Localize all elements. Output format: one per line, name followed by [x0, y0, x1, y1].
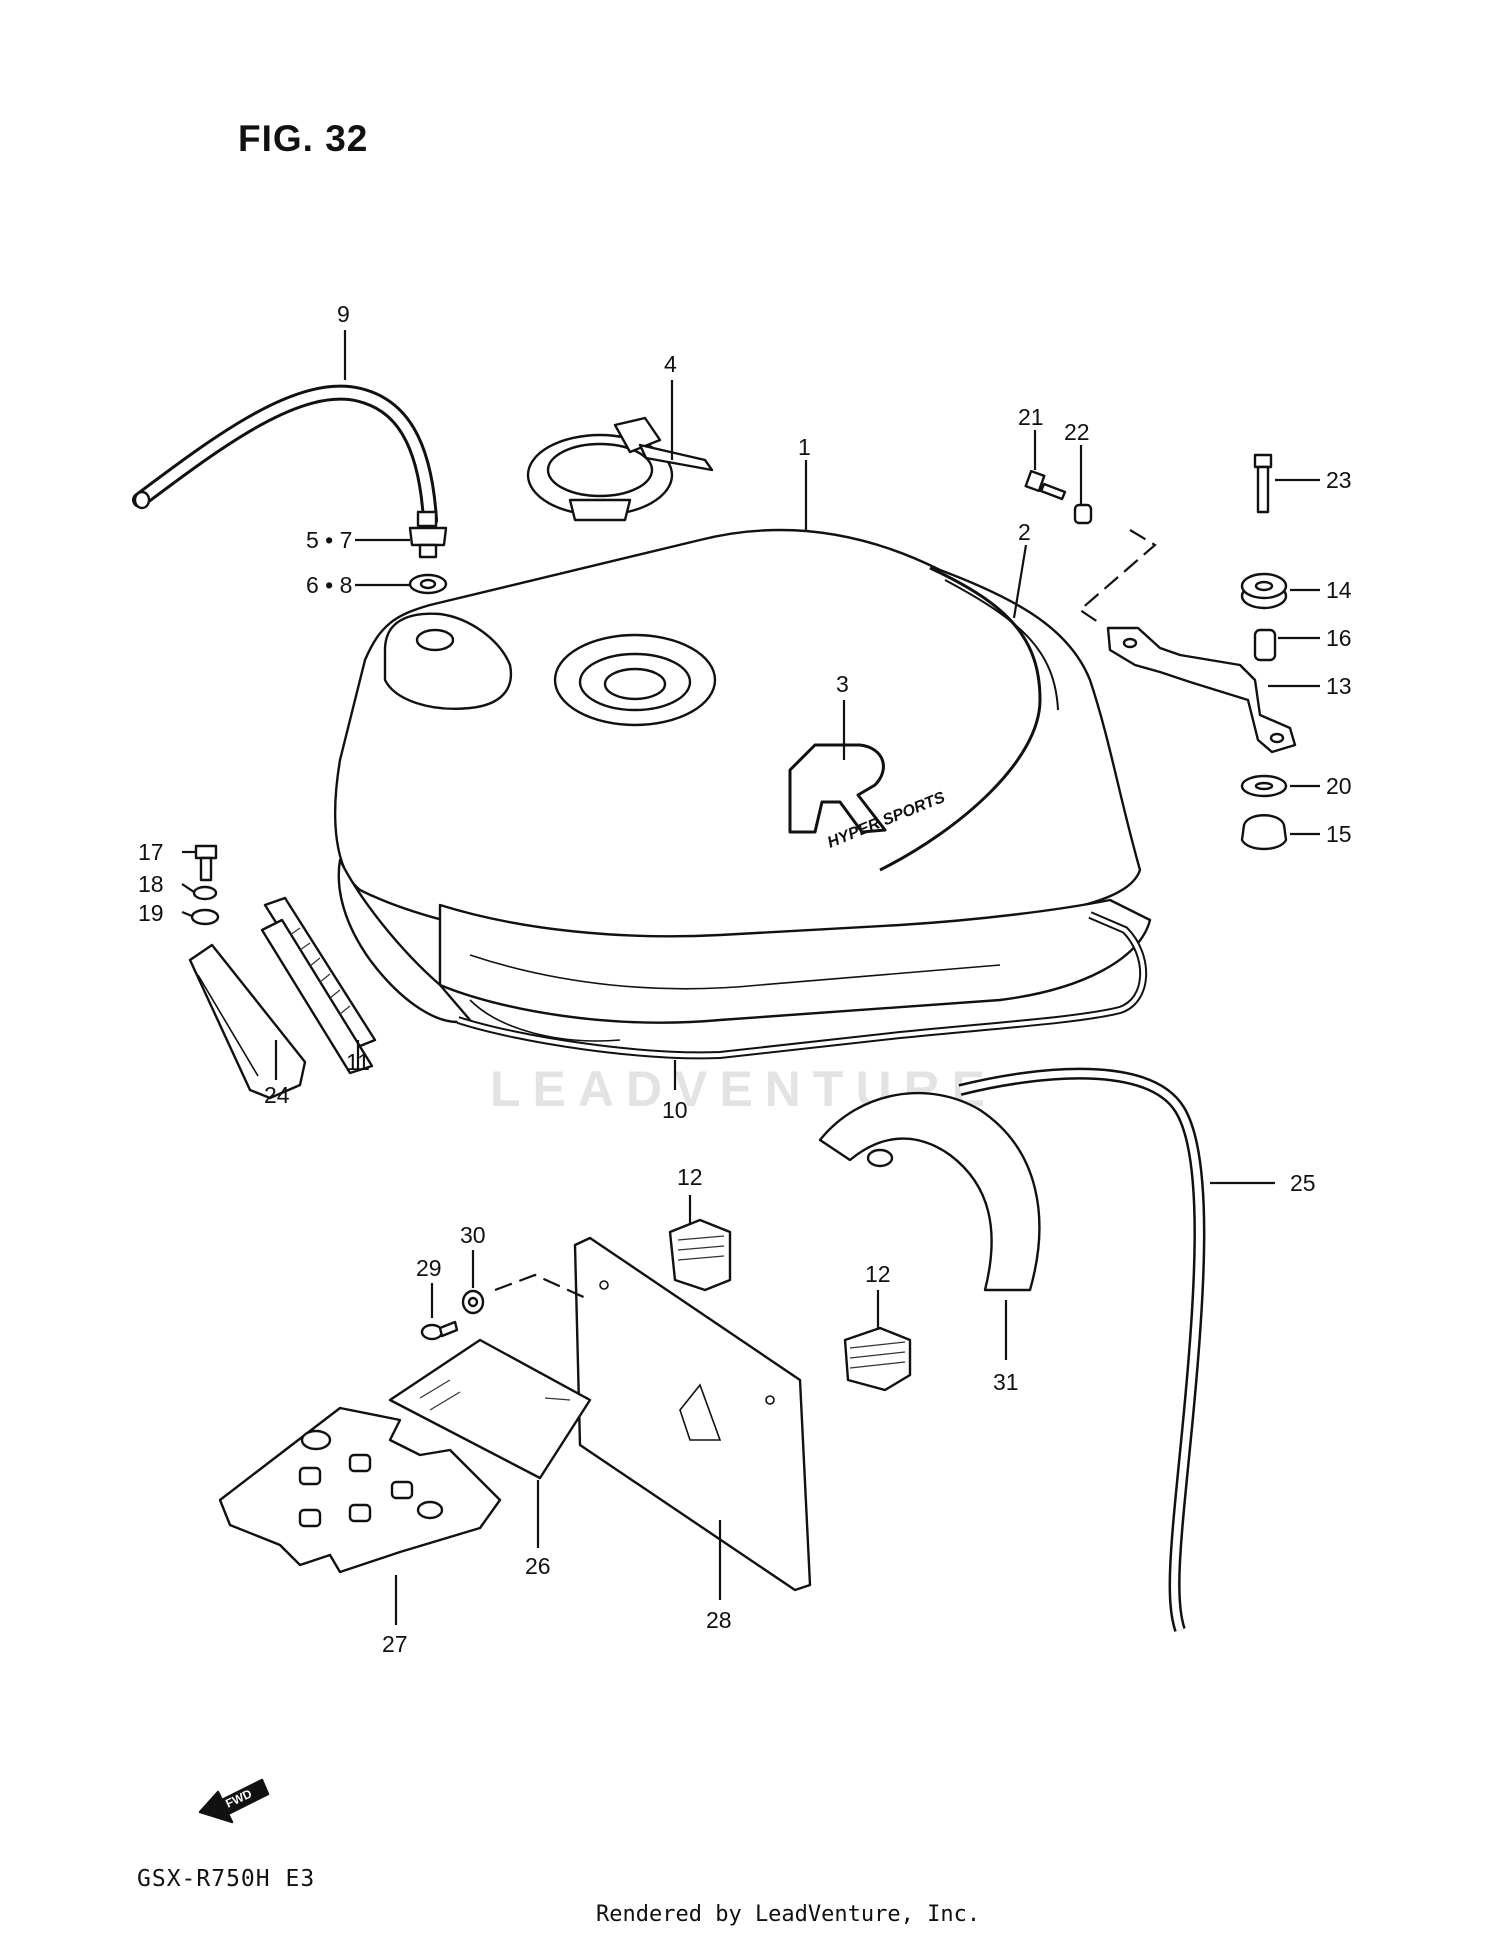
callout-12a: 12	[677, 1164, 703, 1190]
figure-title: FIG. 32	[238, 118, 369, 159]
washer-30-part	[461, 1289, 485, 1315]
fwd-arrow-icon: FWD	[198, 1778, 270, 1824]
callout-22: 22	[1064, 419, 1090, 445]
callout-25: 25	[1290, 1170, 1316, 1196]
insulator-12a-part	[668, 1218, 732, 1292]
callout-27: 27	[382, 1631, 408, 1657]
model-code: GSX-R750H E3	[137, 1866, 316, 1892]
callout-17: 17	[138, 839, 164, 865]
callout-19: 19	[138, 900, 164, 926]
callout-1: 1	[798, 434, 811, 460]
callout-9: 9	[337, 301, 350, 327]
tank-bracket-13-part	[1106, 626, 1297, 754]
callout-6-8: 6 • 8	[306, 572, 352, 598]
mount-14-part	[1240, 572, 1288, 610]
tank-seal-part	[456, 911, 1148, 1060]
callout-16: 16	[1326, 625, 1352, 651]
footer-credit: Rendered by LeadVenture, Inc.	[596, 1902, 981, 1927]
callout-30: 30	[460, 1222, 486, 1248]
cap-22-part	[1073, 503, 1093, 525]
plate-27-part	[218, 1406, 502, 1574]
bolt-23-part	[1253, 453, 1273, 514]
callout-26: 26	[525, 1553, 551, 1579]
callout-14: 14	[1326, 577, 1352, 603]
hose-25-part	[958, 1067, 1206, 1632]
callout-23: 23	[1326, 467, 1352, 493]
callout-29: 29	[416, 1255, 442, 1281]
callout-3: 3	[836, 671, 849, 697]
fuel-cap-part	[526, 416, 714, 522]
screw-29-part	[420, 1320, 459, 1341]
fuel-tank-part: HYPER SPORTS	[333, 528, 1152, 1042]
tank-cushion-part	[260, 896, 377, 1075]
spacer-16-part	[1253, 628, 1277, 662]
tank-fitting-part	[408, 510, 448, 595]
callout-10: 10	[662, 1097, 688, 1123]
leader-lines	[181, 330, 1320, 1625]
callout-2: 2	[1018, 519, 1031, 545]
callout-4: 4	[664, 351, 677, 377]
callout-15: 15	[1326, 821, 1352, 847]
bolt-17-part	[190, 844, 220, 926]
callout-5-7: 5 • 7	[306, 527, 352, 553]
cushion-31-part	[818, 1091, 1041, 1292]
callout-20: 20	[1326, 773, 1352, 799]
callout-labels: 9 4 1 2 3 5 • 7 6 • 8 21 22 23 14 16 13 …	[138, 301, 1352, 1657]
callout-11: 11	[346, 1049, 370, 1075]
callout-13: 13	[1326, 673, 1352, 699]
bolt-21-part	[1024, 469, 1067, 501]
callout-12b: 12	[865, 1261, 891, 1287]
breather-hose-part	[132, 384, 438, 528]
insulator-26-part	[388, 1338, 592, 1480]
callout-24: 24	[264, 1082, 290, 1108]
washer-20-part	[1240, 774, 1288, 798]
callout-28: 28	[706, 1607, 732, 1633]
callout-21: 21	[1018, 404, 1044, 430]
mount-15-part	[1240, 814, 1288, 851]
callout-18: 18	[138, 871, 164, 897]
insulator-12b-part	[843, 1326, 912, 1392]
callout-31: 31	[993, 1369, 1019, 1395]
heat-shield-28-part	[573, 1236, 812, 1592]
